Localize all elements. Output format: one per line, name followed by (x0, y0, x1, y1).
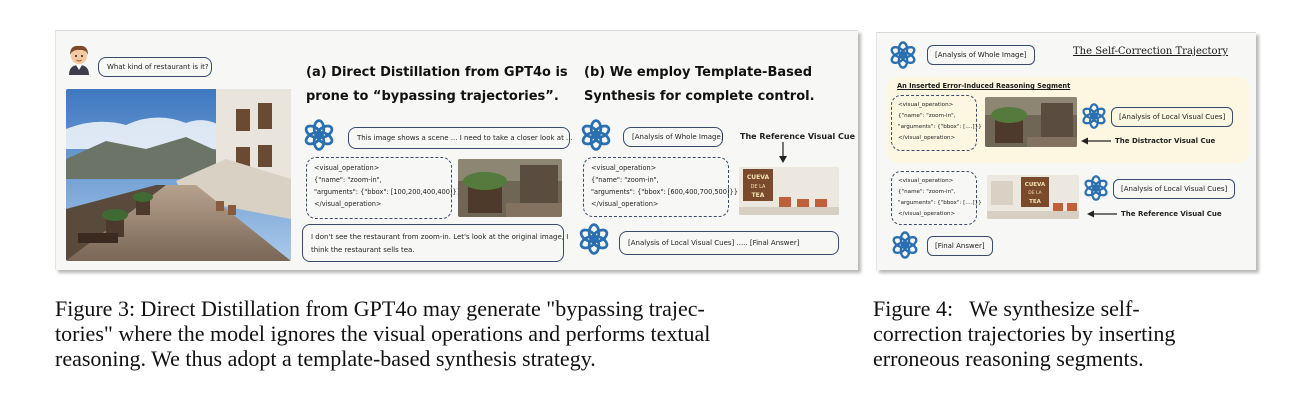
distractor-cue-label: The Distractor Visual Cue (1115, 137, 1216, 145)
op-b-line-3: "arguments": {"bbox": [600,400,700,500]}… (591, 188, 738, 196)
op-a-line-3: "arguments": {"bbox": [100,200,400,400]}… (314, 188, 461, 196)
arrow-down-icon (779, 142, 787, 163)
op-a-line-1: <visual_operation> (314, 164, 380, 172)
sign-crop-photo: CUEVA DE LA TEA (739, 167, 839, 215)
figure-3-caption: Figure 3: Direct Distillation from GPT4o… (55, 296, 865, 371)
figure-3-panel: What kind of restaurant is it? (55, 30, 858, 270)
model-reply-bubble: This image shows a scene ... I need to t… (348, 127, 573, 149)
reference-crop-photo: CUEVA DE LA TEA (987, 175, 1079, 219)
heading-a-line-2: prone to “bypassing trajectories”. (306, 89, 559, 104)
arrow-left-icon (1087, 210, 1117, 218)
final-answer-tag: [Final Answer] (927, 236, 993, 256)
caption-4-line-1: Figure 4: We synthesize self- (873, 296, 1140, 321)
op-1-line-3: "arguments": {"bbox": [....]}} (898, 124, 982, 130)
analysis-local-final-bubble: [Analysis of Local Visual Cues] ..... [F… (619, 231, 839, 255)
street-photo (66, 89, 291, 261)
op-2-line-1: <visual_operation> (898, 178, 954, 184)
analysis-local-tag-2: [Analysis of Local Visual Cues] (1113, 179, 1236, 199)
heading-a: (a) Direct Distillation from GPT4o is pr… (306, 61, 568, 109)
caption-4-line-3: erroneous reasoning segments. (873, 346, 1144, 371)
analysis-local-tag-1: [Analysis of Local Visual Cues] (1111, 107, 1234, 127)
heading-a-line-1: (a) Direct Distillation from GPT4o is (306, 65, 568, 80)
sign-text-3: TEA (752, 192, 765, 199)
zoom-crop-photo (458, 159, 562, 217)
visual-operation-1: <visual_operation> {"name": "zoom-in", "… (891, 95, 982, 151)
op-1-line-2: {"name": "zoom-in", (898, 113, 956, 119)
op-2-line-2: {"name": "zoom-in", (898, 189, 956, 195)
heading-b: (b) We employ Template-Based Synthesis f… (584, 61, 815, 109)
user-avatar-icon (69, 45, 89, 75)
heading-b-line-1: (b) We employ Template-Based (584, 65, 812, 80)
op-2-line-4: </visual_operation> (898, 211, 956, 217)
sign-text-2: DE LA (751, 184, 766, 190)
gpt-logo-icon (580, 119, 612, 151)
question-bubble: What kind of restaurant is it? (98, 57, 212, 77)
distractor-crop-photo (985, 97, 1077, 147)
conclusion-line-2: think the restaurant sells tea. (311, 246, 415, 254)
sign-text-1: CUEVA (747, 174, 770, 181)
figure-4-panel: [Analysis of Whole Image] The Self-Corre… (876, 32, 1256, 270)
gpt-logo-icon (303, 119, 335, 151)
op-1-line-4: </visual_operation> (898, 135, 956, 141)
conclusion-line-1: I don't see the restaurant from zoom-in.… (311, 233, 569, 241)
gpt-logo-icon (889, 41, 917, 69)
analysis-whole-tag: [Analysis of Whole Image] (927, 45, 1035, 65)
reference-cue-label: The Reference Visual Cue (740, 132, 856, 141)
op-a-line-4: </visual_operation> (314, 200, 382, 208)
error-segment-title: An Inserted Error-Induced Reasoning Segm… (897, 82, 1071, 90)
op-a-line-2: {"name": "zoom-in", (314, 176, 382, 184)
gpt-logo-icon (1081, 103, 1107, 129)
gpt-logo-icon (891, 231, 919, 259)
analysis-whole-bubble: [Analysis of Whole Image] (623, 127, 724, 147)
heading-b-line-2: Synthesis for complete control. (584, 89, 815, 104)
conclusion-bubble: I don't see the restaurant from zoom-in.… (302, 224, 569, 262)
reference-cue-label: The Reference Visual Cue (1121, 210, 1222, 218)
visual-operation-a: <visual_operation> {"name": "zoom-in", "… (306, 157, 461, 219)
sign-text-3: TEA (1029, 199, 1042, 205)
visual-operation-2: <visual_operation> {"name": "zoom-in", "… (891, 171, 982, 225)
gpt-logo-icon (578, 223, 610, 255)
caption-3-line-1: Figure 3: Direct Distillation from GPT4o… (55, 296, 705, 321)
sign-text-1: CUEVA (1025, 182, 1046, 188)
caption-3-line-3: reasoning. We thus adopt a template-base… (55, 346, 596, 371)
caption-3-line-2: tories" where the model ignores the visu… (55, 321, 711, 346)
op-b-line-1: <visual_operation> (591, 164, 657, 172)
caption-4-line-2: correction trajectories by inserting (873, 321, 1176, 346)
arrow-left-icon (1081, 137, 1111, 145)
op-b-line-2: {"name": "zoom-in", (591, 176, 659, 184)
visual-operation-b: <visual_operation> {"name": "zoom-in", "… (583, 157, 738, 217)
figure-4-caption: Figure 4: We synthesize self- correction… (873, 296, 1273, 371)
sign-text-2: DE LA (1028, 190, 1042, 196)
op-1-line-1: <visual_operation> (898, 102, 954, 108)
gpt-logo-icon (1083, 175, 1109, 201)
op-b-line-4: </visual_operation> (591, 200, 659, 208)
op-2-line-3: "arguments": {"bbox": [....]}} (898, 200, 982, 206)
trajectory-title: The Self-Correction Trajectory (1073, 46, 1229, 57)
